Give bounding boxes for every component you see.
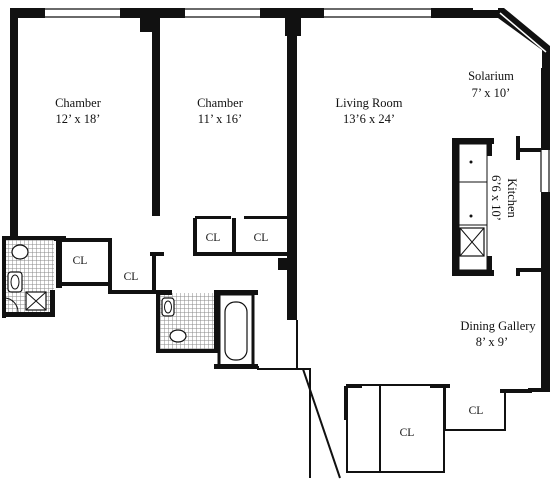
room-name-chamber-2: Chamber [197, 96, 244, 110]
bathroom-left [2, 240, 55, 318]
closet-label: CL [254, 232, 269, 244]
windows [45, 8, 550, 192]
closet-label: CL [73, 255, 88, 267]
room-size-living-room: 13’6 x 24’ [343, 112, 395, 126]
closet-label: CL [124, 271, 139, 283]
room-size-dining-gallery: 8’ x 9’ [476, 335, 508, 349]
doors [3, 297, 19, 313]
room-size-chamber-2: 11’ x 16’ [198, 112, 242, 126]
toilet-icon [11, 244, 29, 260]
room-name-dining-gallery: Dining Gallery [460, 319, 536, 333]
closet-label: CL [469, 405, 484, 417]
bathroom-center [156, 290, 258, 369]
toilet-icon [169, 329, 187, 343]
solarium-wall [498, 8, 550, 390]
dining-walls [344, 384, 550, 473]
exterior-top-wall [10, 8, 498, 36]
room-size-kitchen: 6’6 x 10’ [489, 175, 503, 221]
room-size-chamber-1: 12’ x 18’ [56, 112, 101, 126]
corridor-walls [257, 320, 341, 479]
sink-icon [7, 271, 23, 293]
room-size-solarium: 7’ x 10’ [472, 86, 511, 100]
closet-label: CL [206, 232, 221, 244]
interior-walls [10, 18, 297, 320]
room-name-living-room: Living Room [335, 96, 402, 110]
room-name-solarium: Solarium [468, 69, 514, 83]
sink-icon [161, 297, 175, 317]
closet-label: CL [400, 427, 415, 439]
kitchen [452, 136, 541, 276]
room-name-kitchen: Kitchen [505, 178, 519, 218]
room-name-chamber-1: Chamber [55, 96, 102, 110]
